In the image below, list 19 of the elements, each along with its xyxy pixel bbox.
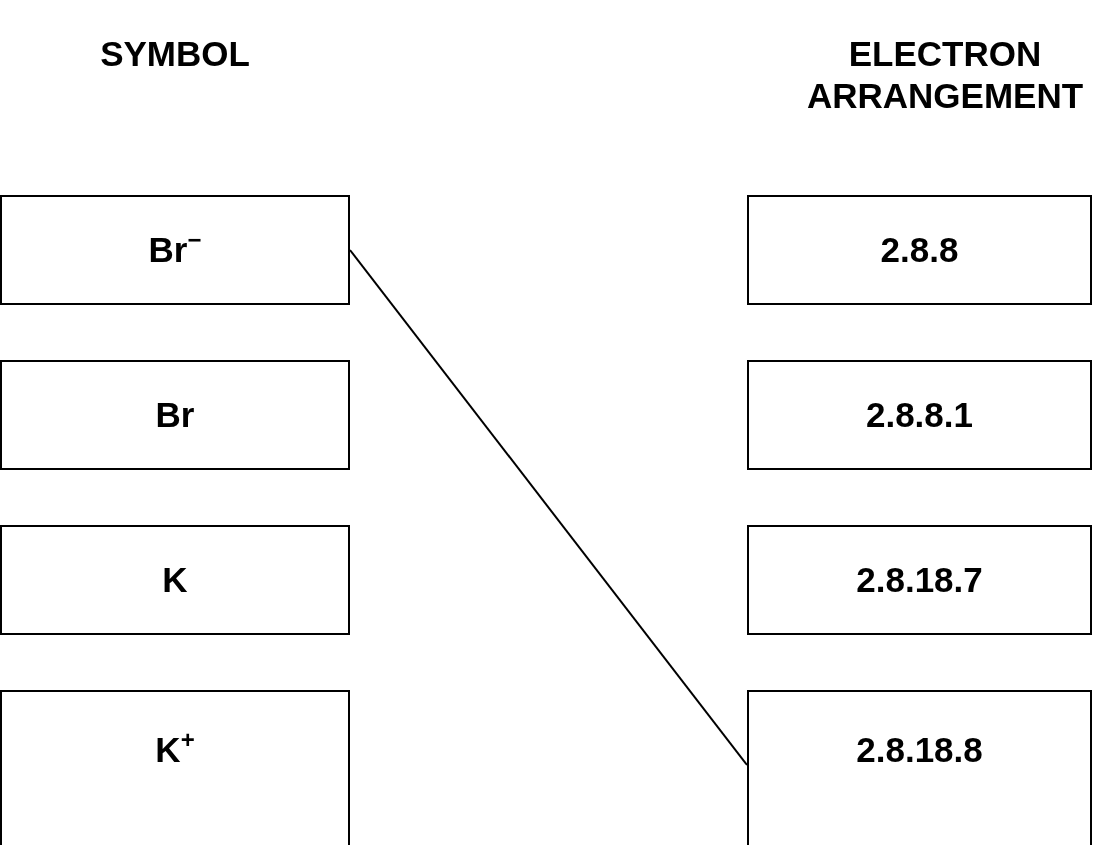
box-text: 2.8.8 (880, 230, 959, 270)
box-text: K (162, 560, 188, 600)
connector-line (349, 249, 748, 766)
answer-box (0, 525, 350, 635)
answer-box (747, 360, 1092, 470)
column-heading: SYMBOL (99, 33, 251, 75)
box-text: Br (155, 395, 195, 435)
box-text: 2.8.18.7 (856, 560, 983, 600)
column-heading: ELECTRON ARRANGEMENT (805, 33, 1085, 117)
box-text: 2.8.18.8 (856, 730, 983, 770)
box-text: Br$^{−}$ (148, 230, 202, 270)
answer-box (747, 525, 1092, 635)
box-text: 2.8.8.1 (865, 395, 973, 435)
answer-box (0, 690, 350, 845)
answer-box (0, 195, 350, 305)
answer-box (747, 195, 1092, 305)
answer-box (0, 360, 350, 470)
answer-box (747, 690, 1092, 845)
box-text: K$^{+}$ (155, 730, 195, 770)
